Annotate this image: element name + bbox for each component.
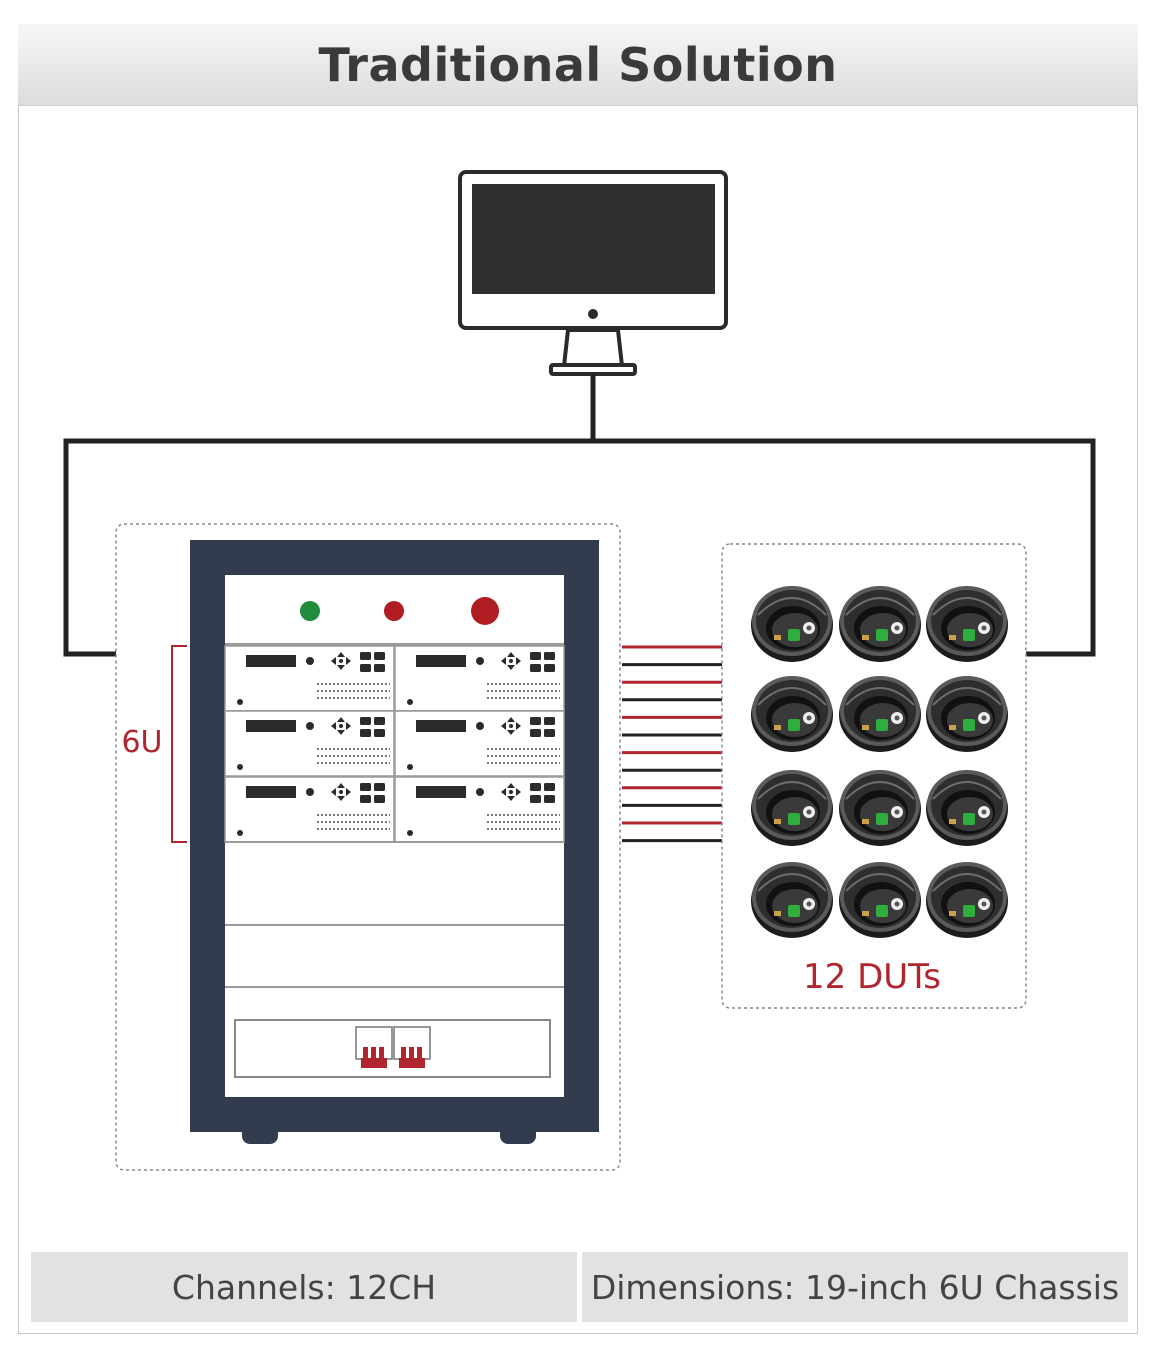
channels-cell: Channels: 12CH — [31, 1252, 577, 1322]
instrument-module — [394, 645, 565, 712]
monitor-icon — [458, 170, 728, 376]
dut-container — [721, 543, 1027, 1009]
smart-ring-icon — [926, 586, 1008, 662]
page-title: Traditional Solution — [318, 37, 838, 92]
dimensions-cell: Dimensions: 19-inch 6U Chassis — [582, 1252, 1128, 1322]
instrument-modules — [224, 645, 565, 843]
duts-label: 12 DUTs — [803, 957, 941, 997]
power-indicator-icon — [300, 601, 320, 621]
rack-container — [115, 523, 621, 1171]
instrument-module — [394, 776, 565, 843]
smart-ring-icon — [926, 862, 1008, 938]
smart-ring-icon — [839, 676, 921, 752]
instrument-module — [394, 710, 565, 777]
smart-ring-icon — [751, 586, 833, 662]
instrument-module — [224, 710, 395, 777]
dut-ring-grid — [751, 586, 1008, 938]
smart-ring-icon — [751, 676, 833, 752]
smart-ring-icon — [839, 862, 921, 938]
rack-chassis — [190, 540, 599, 1144]
status-indicator-icon — [384, 601, 404, 621]
channel-wires — [622, 645, 722, 843]
title-bar: Traditional Solution — [18, 24, 1138, 106]
dimensions-text: Dimensions: 19-inch 6U Chassis — [590, 1267, 1120, 1307]
instrument-module — [224, 776, 395, 843]
pc-connection-lines — [63, 374, 1096, 657]
instrument-module — [224, 645, 395, 712]
smart-ring-icon — [926, 676, 1008, 752]
smart-ring-icon — [839, 586, 921, 662]
smart-ring-icon — [751, 770, 833, 846]
stop-button-icon — [471, 597, 499, 625]
rack-size-bracket — [171, 645, 187, 843]
rack-size-label: 6U — [121, 725, 162, 760]
smart-ring-icon — [839, 770, 921, 846]
channels-text: Channels: 12CH — [171, 1267, 437, 1307]
power-switch-unit — [234, 1019, 551, 1078]
smart-ring-icon — [751, 862, 833, 938]
smart-ring-icon — [926, 770, 1008, 846]
